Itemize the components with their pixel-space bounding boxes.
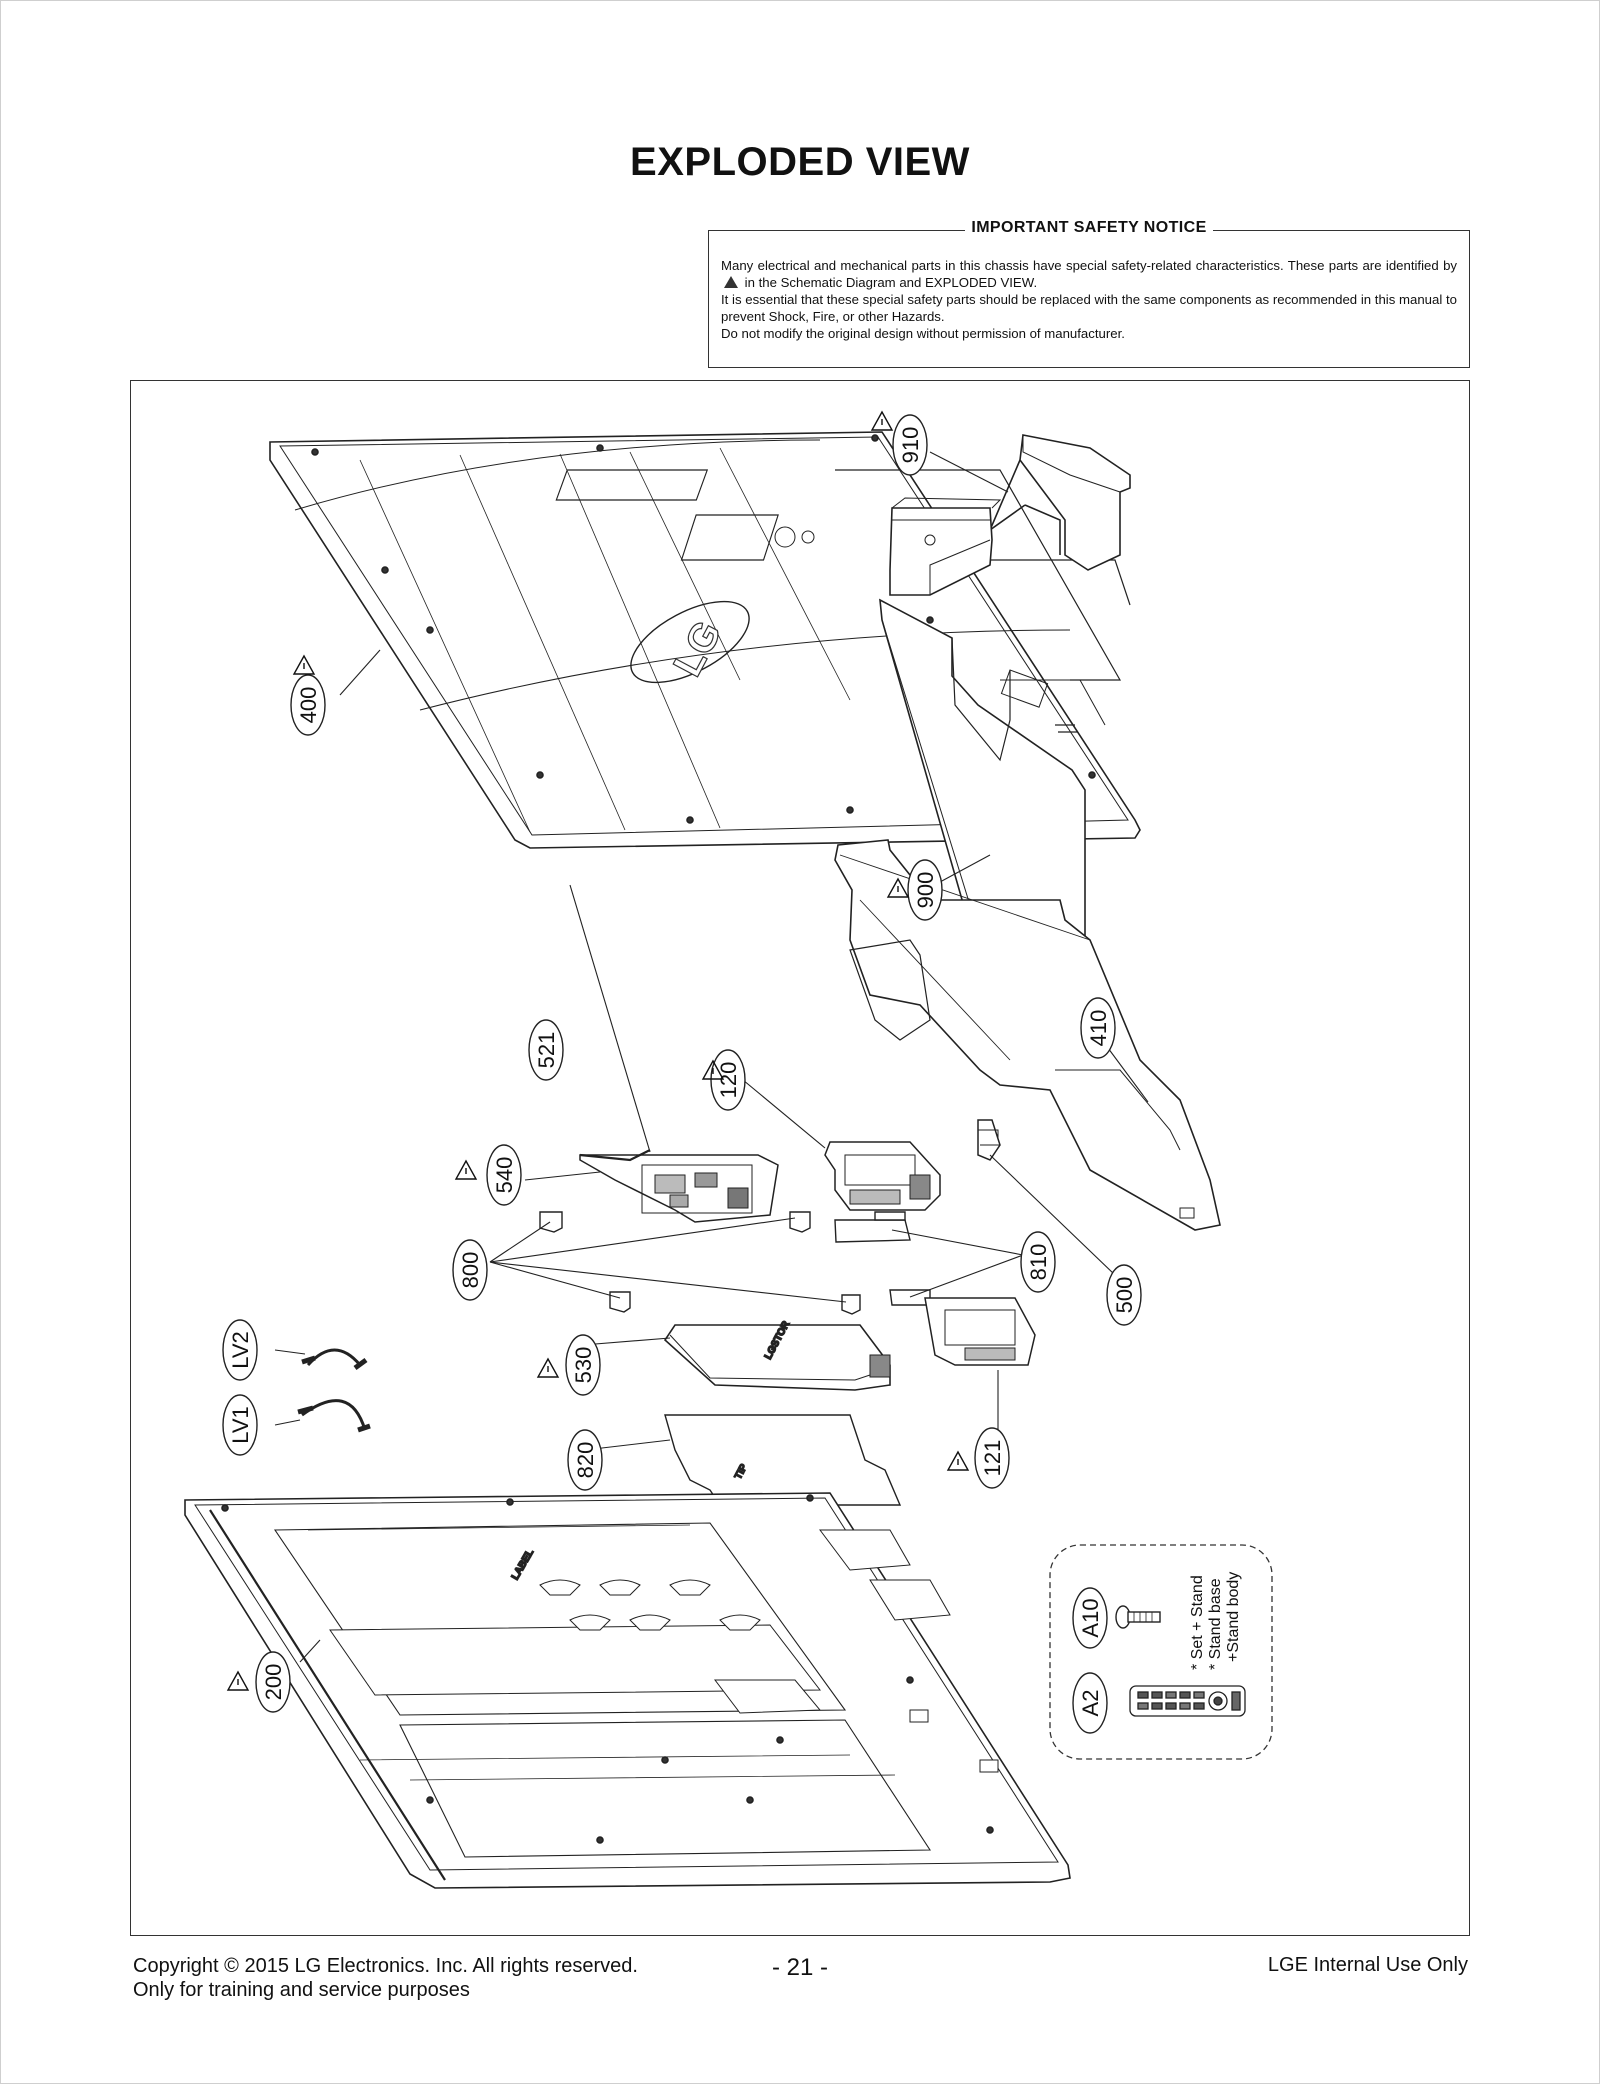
part-label-410: 410 — [1080, 997, 1116, 1059]
insulator-sheet-820: TIP — [664, 1414, 902, 1506]
footer-left: Copyright © 2015 LG Electronics. Inc. Al… — [133, 1954, 638, 2002]
diagram-frame — [130, 380, 1470, 1936]
holder-800-group — [539, 1211, 861, 1315]
warning-triangle-icon — [724, 276, 738, 288]
svg-text:820: 820 — [573, 1442, 598, 1479]
svg-text:A2: A2 — [1078, 1690, 1103, 1717]
accessory-note-line1: * Set + Stand — [1189, 1575, 1206, 1670]
accessory-note-line3: +Stand body — [1225, 1572, 1242, 1662]
rear-frame-200: LABEL — [184, 1492, 1071, 1889]
bracket-410 — [834, 839, 1221, 1231]
svg-text:LV2: LV2 — [228, 1331, 253, 1369]
svg-text:121: 121 — [980, 1440, 1005, 1477]
part-label-521: 521 — [528, 1019, 564, 1081]
sub-board-121 — [924, 1297, 1036, 1366]
safety-notice-line3: Do not modify the original design withou… — [721, 326, 1125, 341]
safety-notice-body: Many electrical and mechanical parts in … — [721, 257, 1457, 342]
safety-notice-heading-wrap: IMPORTANT SAFETY NOTICE — [709, 219, 1469, 237]
svg-text:410: 410 — [1086, 1010, 1111, 1047]
svg-text:120: 120 — [716, 1062, 741, 1099]
accessory-box: A10 * Set + Stand * Stand base +Stand bo… — [1049, 1544, 1273, 1760]
part-label-910: 910 — [892, 414, 928, 476]
svg-text:800: 800 — [458, 1252, 483, 1289]
svg-text:530: 530 — [571, 1347, 596, 1384]
part-label-540: 540 — [486, 1144, 522, 1206]
svg-text:910: 910 — [898, 427, 923, 464]
part-label-a2: A2 — [1072, 1672, 1108, 1734]
accessory-note: * Set + Stand * Stand base +Stand body — [1189, 1572, 1242, 1670]
svg-text:900: 900 — [913, 872, 938, 909]
speaker-530: LGSTOR — [663, 1318, 891, 1391]
safety-notice-line1-text: Many electrical and mechanical parts in … — [721, 258, 1457, 273]
svg-text:521: 521 — [534, 1032, 559, 1069]
cable-lv2 — [301, 1348, 368, 1371]
part-label-530: 530 — [565, 1334, 601, 1396]
svg-text:540: 540 — [492, 1157, 517, 1194]
part-500-bracket — [977, 1119, 1001, 1161]
part-label-120: 120 — [710, 1049, 746, 1111]
exploded-view-diagram: LG — [184, 411, 1273, 1889]
main-board-540 — [579, 1149, 779, 1223]
svg-text:A10: A10 — [1078, 1598, 1103, 1637]
stand-body-910 — [889, 434, 1131, 596]
part-label-200: 200 — [255, 1651, 291, 1713]
safety-notice-box: IMPORTANT SAFETY NOTICE Many electrical … — [708, 219, 1470, 368]
page-title: EXPLODED VIEW — [630, 140, 970, 184]
part-label-a10: A10 — [1072, 1587, 1108, 1649]
svg-text:400: 400 — [296, 687, 321, 724]
screw-a10 — [1115, 1605, 1161, 1629]
remote-control-a2 — [1129, 1685, 1246, 1717]
safety-notice-line1-tail: in the Schematic Diagram and EXPLODED VI… — [744, 275, 1038, 290]
part-label-400: 400 — [290, 674, 326, 736]
safety-notice-line2: It is essential that these special safet… — [721, 292, 1457, 324]
footer-internal: LGE Internal Use Only — [1267, 1954, 1468, 1976]
part-label-900: 900 — [907, 859, 943, 921]
part-label-820: 820 — [567, 1429, 603, 1491]
svg-text:500: 500 — [1112, 1277, 1137, 1314]
svg-text:LV1: LV1 — [228, 1406, 253, 1444]
safety-notice-heading: IMPORTANT SAFETY NOTICE — [965, 219, 1213, 236]
part-label-121: 121 — [974, 1427, 1010, 1489]
part-label-500: 500 — [1106, 1264, 1142, 1326]
footer-copyright: Copyright © 2015 LG Electronics. Inc. Al… — [133, 1955, 638, 1977]
footer-purpose: Only for training and service purposes — [133, 1979, 470, 2001]
cable-lv1 — [297, 1399, 371, 1433]
safety-notice-line1: Many electrical and mechanical parts in … — [721, 257, 1457, 291]
svg-text:200: 200 — [261, 1664, 286, 1701]
part-label-lv1: LV1 — [222, 1394, 258, 1456]
part-label-800: 800 — [452, 1239, 488, 1301]
svg-text:810: 810 — [1026, 1244, 1051, 1281]
holder-810-group — [834, 1211, 931, 1306]
part-label-lv2: LV2 — [222, 1319, 258, 1381]
accessory-note-line2: * Stand base — [1207, 1578, 1224, 1670]
power-board-120 — [824, 1141, 941, 1211]
footer-page-number: - 21 - — [771, 1954, 828, 1981]
part-label-810: 810 — [1020, 1231, 1056, 1293]
